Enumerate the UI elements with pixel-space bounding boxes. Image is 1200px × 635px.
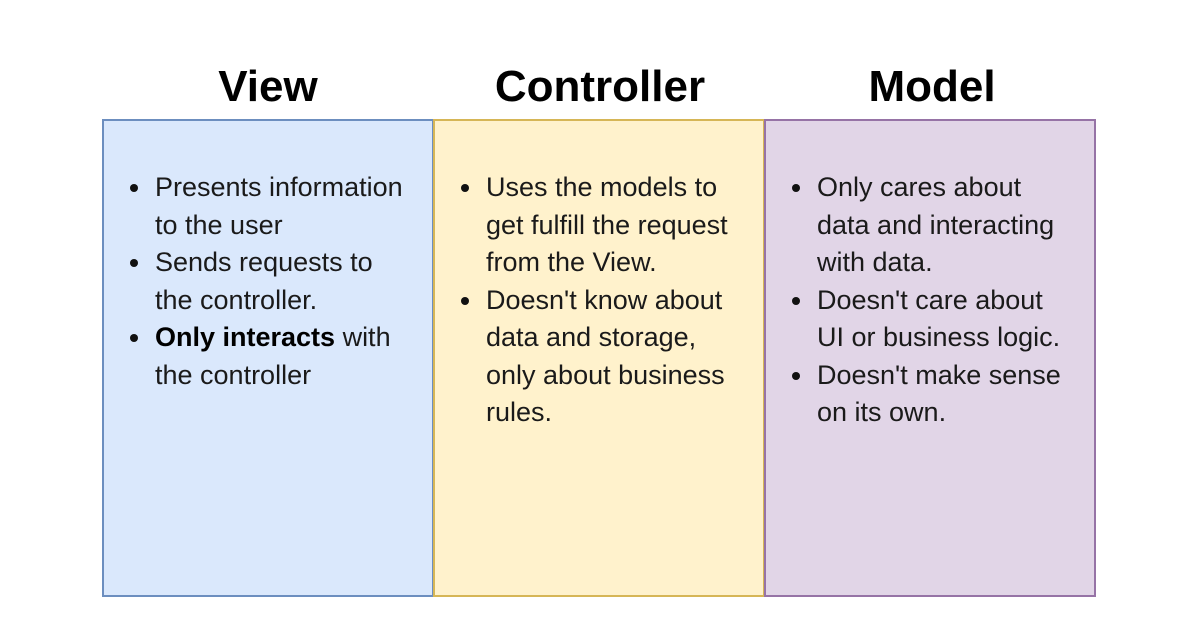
controller-title: Controller (494, 62, 706, 111)
list-item: Only interacts with the controller (128, 319, 414, 394)
bullet-text: Doesn't know about data and storage, onl… (486, 284, 725, 428)
bullet-text: Sends requests to the controller. (155, 247, 373, 315)
bullet-dot-icon (792, 296, 800, 305)
model-title: Model (868, 62, 996, 111)
bullet-dot-icon (461, 184, 469, 192)
column-titles: View Controller Model (102, 58, 1098, 116)
view-panel: Presents information to the user Sends r… (102, 119, 434, 597)
list-item: Doesn't know about data and storage, onl… (459, 282, 745, 432)
view-title: View (218, 62, 318, 111)
bullet-dot-icon (792, 371, 800, 380)
mvc-columns: Presents information to the user Sends r… (102, 119, 1098, 597)
list-item: Uses the models to get fulfill the reque… (459, 169, 745, 282)
view-bullet-list: Presents information to the user Sends r… (128, 169, 414, 394)
bullet-text: Only cares about data and interacting wi… (817, 172, 1055, 277)
model-panel: Only cares about data and interacting wi… (764, 119, 1096, 597)
list-item: Doesn't care about UI or business logic. (790, 282, 1076, 357)
controller-bullet-list: Uses the models to get fulfill the reque… (459, 169, 745, 432)
list-item: Sends requests to the controller. (128, 244, 414, 319)
bullet-dot-icon (130, 184, 138, 192)
bullet-dot-icon (792, 184, 800, 192)
bullet-text: Presents information to the user (155, 172, 403, 240)
bullet-text: Doesn't make sense on its own. (817, 359, 1061, 428)
bullet-dot-icon (461, 296, 469, 305)
list-item: Doesn't make sense on its own. (790, 357, 1076, 432)
bullet-bold-text: Only interacts (155, 322, 336, 352)
controller-panel: Uses the models to get fulfill the reque… (433, 119, 765, 597)
bullet-text: with the controller (155, 322, 391, 390)
list-item: Only cares about data and interacting wi… (790, 169, 1076, 282)
list-item: Presents information to the user (128, 169, 414, 244)
bullet-dot-icon (130, 334, 138, 342)
bullet-text: Doesn't care about UI or business logic. (817, 284, 1061, 353)
model-bullet-list: Only cares about data and interacting wi… (790, 169, 1076, 432)
bullet-dot-icon (130, 259, 138, 267)
bullet-text: Uses the models to get fulfill the reque… (486, 172, 728, 277)
